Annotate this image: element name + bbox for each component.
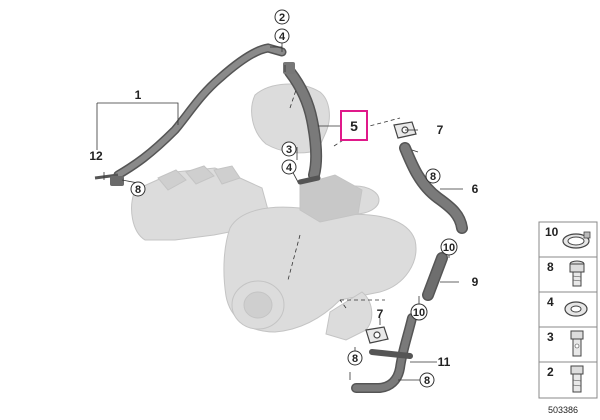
callout-9: 9 [472, 275, 479, 289]
svg-text:8: 8 [135, 184, 141, 196]
svg-text:10: 10 [443, 242, 455, 254]
svg-text:8: 8 [430, 171, 436, 183]
legend-row-4: 4 [547, 295, 588, 317]
bolt-icon [569, 260, 585, 287]
hose-part-6 [399, 142, 468, 234]
callout-7-bottom: 7 [377, 307, 384, 321]
callout-3-top: 3 [281, 141, 297, 157]
svg-text:6: 6 [472, 182, 479, 196]
callout-1: 1 [135, 88, 142, 102]
callout-10-top: 10 [440, 238, 458, 256]
svg-text:8: 8 [424, 375, 430, 387]
svg-text:10: 10 [545, 225, 559, 239]
svg-text:4: 4 [279, 31, 286, 43]
banjo-bolt-icon [570, 330, 584, 357]
callout-4-top: 4 [274, 28, 290, 44]
pipe-part-1 [94, 43, 287, 186]
callout-10-bottom: 10 [410, 303, 428, 321]
svg-text:3: 3 [286, 144, 292, 156]
svg-text:8: 8 [352, 353, 358, 365]
document-id: 503386 [548, 405, 578, 415]
callout-2-top: 2 [274, 9, 290, 25]
parts-legend: 10 8 4 [538, 221, 598, 399]
hose-clamp-icon [562, 231, 591, 249]
banjo-bolt-icon [570, 365, 584, 393]
legend-row-2: 2 [547, 365, 584, 393]
legend-row-10: 10 [545, 225, 591, 249]
washer-icon [564, 301, 588, 317]
callout-6: 6 [472, 182, 479, 196]
callout-8-bottom-left: 8 [347, 350, 363, 366]
svg-text:7: 7 [437, 123, 444, 137]
svg-text:1: 1 [135, 88, 142, 102]
svg-text:4: 4 [547, 295, 554, 309]
callout-7-top: 7 [437, 123, 444, 137]
hose-part-9 [422, 252, 448, 301]
svg-text:7: 7 [377, 307, 384, 321]
svg-text:12: 12 [89, 149, 103, 163]
turbocharger-body [131, 83, 417, 341]
callout-5-highlighted: 5 [340, 110, 368, 141]
svg-text:3: 3 [547, 330, 554, 344]
svg-text:4: 4 [286, 162, 293, 174]
callout-8-bottom: 8 [419, 372, 435, 388]
callout-12: 12 [89, 149, 103, 163]
callout-8-left: 8 [130, 181, 146, 197]
svg-text:9: 9 [472, 275, 479, 289]
fitting-icon [110, 176, 124, 186]
legend-row-3: 3 [547, 330, 584, 357]
svg-text:8: 8 [547, 260, 554, 274]
svg-text:2: 2 [279, 12, 285, 24]
svg-text:10: 10 [413, 307, 425, 319]
hose-part-5 [283, 62, 323, 185]
svg-text:5: 5 [350, 118, 358, 134]
legend-row-8: 8 [547, 260, 585, 287]
callout-4-left: 4 [281, 159, 297, 175]
pipe-part-11 [351, 313, 417, 393]
callout-11: 11 [438, 355, 451, 369]
svg-text:2: 2 [547, 365, 554, 379]
callout-8-mid: 8 [425, 168, 441, 184]
svg-text:11: 11 [438, 355, 451, 369]
